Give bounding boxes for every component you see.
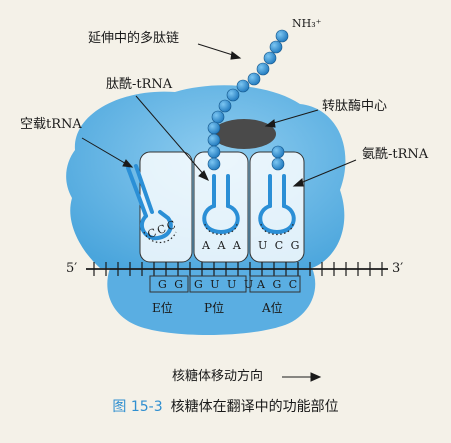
empty-trna (126, 164, 173, 241)
aminoacyl-trna-dots (260, 223, 294, 236)
e-codon: G G (158, 278, 186, 291)
polypeptide-chain (207, 29, 289, 171)
caption-number: 图 15-3 (112, 399, 163, 415)
direction-label: 核糖体移动方向 (172, 369, 264, 384)
peptidyl-trna (202, 174, 240, 235)
e-site-box (139, 151, 193, 263)
e-site-label: E位 (152, 301, 173, 315)
figure-caption: 图 15-3 核糖体在翻译中的功能部位 (0, 400, 451, 414)
peptidyl-trna-dots (204, 223, 238, 236)
p-anticodon: A A A (202, 239, 243, 252)
caption-title: 核糖体在翻译中的功能部位 (170, 399, 339, 415)
empty-trna-dots (143, 231, 177, 244)
ribosome-small-subunit (107, 268, 316, 335)
e-codon-box (149, 275, 189, 293)
peptidyl-trna-label: 肽酰-tRNA (106, 77, 173, 92)
a-codon-box (249, 275, 301, 293)
a-site-label: A位 (262, 301, 283, 315)
three-prime-label: 3′ (392, 261, 404, 276)
p-codon: G U U U (194, 278, 256, 291)
peptidyl-transferase-label: 转肽酶中心 (322, 99, 388, 114)
aminoacyl-trna-label: 氨酰-tRNA (362, 147, 429, 162)
p-site-label: P位 (204, 301, 225, 315)
peptidyl-transferase-center (212, 119, 276, 149)
aminoacyl-trna (258, 174, 296, 235)
nh3-label: NH₃⁺ (292, 17, 322, 30)
leader-lines (81, 43, 357, 382)
mrna-ticks (93, 262, 383, 276)
five-prime-label: 5′ (66, 261, 78, 276)
a-anticodon: U C G (258, 239, 302, 252)
a-codon: A G C (257, 278, 300, 291)
p-codon-box (189, 275, 247, 293)
empty-trna-label: 空载tRNA (20, 117, 82, 132)
nascent-peptide-label: 延伸中的多肽链 (88, 31, 180, 46)
